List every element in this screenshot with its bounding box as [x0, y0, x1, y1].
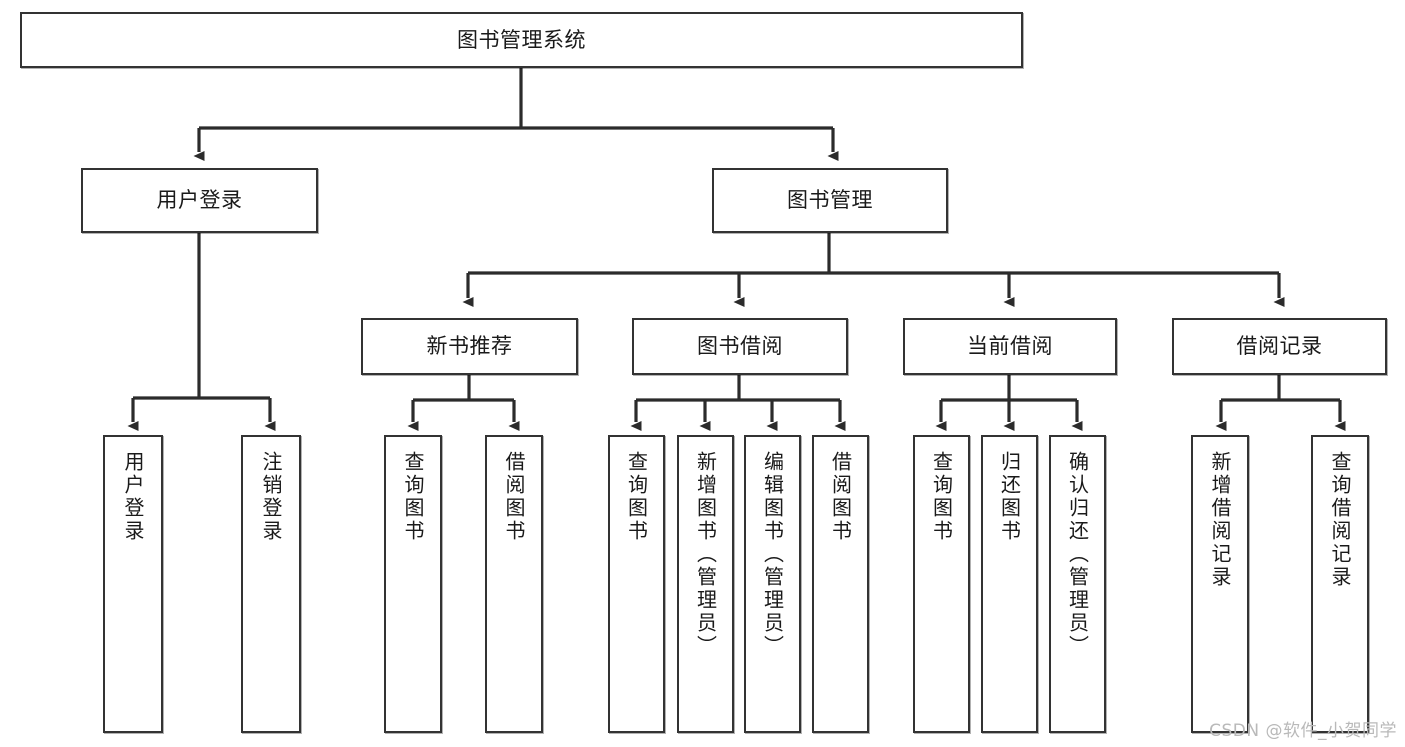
node-current-borrow[interactable]: 当前借阅 — [903, 318, 1117, 375]
node-user-login[interactable]: 用户登录 — [81, 168, 318, 233]
watermark: CSDN @软件_小贺同学 — [1209, 721, 1397, 741]
node-label: 新书推荐 — [426, 334, 513, 359]
leaf-borrow-book-recommend[interactable]: 借阅图书 — [485, 435, 543, 733]
node-label: 借阅图书 — [502, 451, 526, 543]
node-book-management[interactable]: 图书管理 — [712, 168, 948, 233]
node-label: 查询图书 — [929, 451, 954, 543]
node-label: 图书管理系统 — [457, 27, 586, 52]
node-borrow-records[interactable]: 借阅记录 — [1172, 318, 1387, 375]
node-label: 当前借阅 — [967, 334, 1053, 359]
leaf-logout[interactable]: 注销登录 — [241, 435, 301, 733]
node-label: 借阅记录 — [1236, 334, 1323, 359]
node-label: 用户登录 — [121, 451, 145, 543]
node-root-book-management-system[interactable]: 图书管理系统 — [20, 12, 1023, 68]
node-label: 图书借阅 — [697, 334, 783, 359]
leaf-return-book[interactable]: 归还图书 — [981, 435, 1038, 733]
leaf-confirm-return-admin[interactable]: 确认归还（管理员） — [1049, 435, 1106, 733]
leaf-add-borrow-record[interactable]: 新增借阅记录 — [1191, 435, 1249, 733]
leaf-query-borrow-record[interactable]: 查询借阅记录 — [1311, 435, 1369, 733]
leaf-add-book-admin[interactable]: 新增图书（管理员） — [677, 435, 734, 733]
node-new-book-recommend[interactable]: 新书推荐 — [361, 318, 578, 375]
leaf-edit-book-admin[interactable]: 编辑图书（管理员） — [744, 435, 801, 733]
node-label: 查询图书 — [624, 451, 649, 543]
node-book-borrow[interactable]: 图书借阅 — [632, 318, 848, 375]
node-label: 注销登录 — [259, 451, 283, 543]
node-label: 确认归还（管理员） — [1065, 451, 1090, 658]
leaf-query-book-borrow[interactable]: 查询图书 — [608, 435, 665, 733]
node-label: 图书管理 — [787, 188, 873, 213]
node-label: 新增借阅记录 — [1208, 451, 1232, 589]
leaf-query-book-recommend[interactable]: 查询图书 — [384, 435, 442, 733]
node-label: 用户登录 — [156, 188, 243, 213]
leaf-borrow-book[interactable]: 借阅图书 — [812, 435, 869, 733]
node-label: 编辑图书（管理员） — [760, 451, 785, 658]
node-label: 借阅图书 — [828, 451, 853, 543]
node-label: 查询图书 — [401, 451, 425, 543]
node-label: 归还图书 — [997, 451, 1022, 543]
node-label: 新增图书（管理员） — [693, 451, 718, 658]
leaf-user-login[interactable]: 用户登录 — [103, 435, 163, 733]
leaf-query-book-current[interactable]: 查询图书 — [913, 435, 970, 733]
node-label: 查询借阅记录 — [1328, 451, 1352, 589]
